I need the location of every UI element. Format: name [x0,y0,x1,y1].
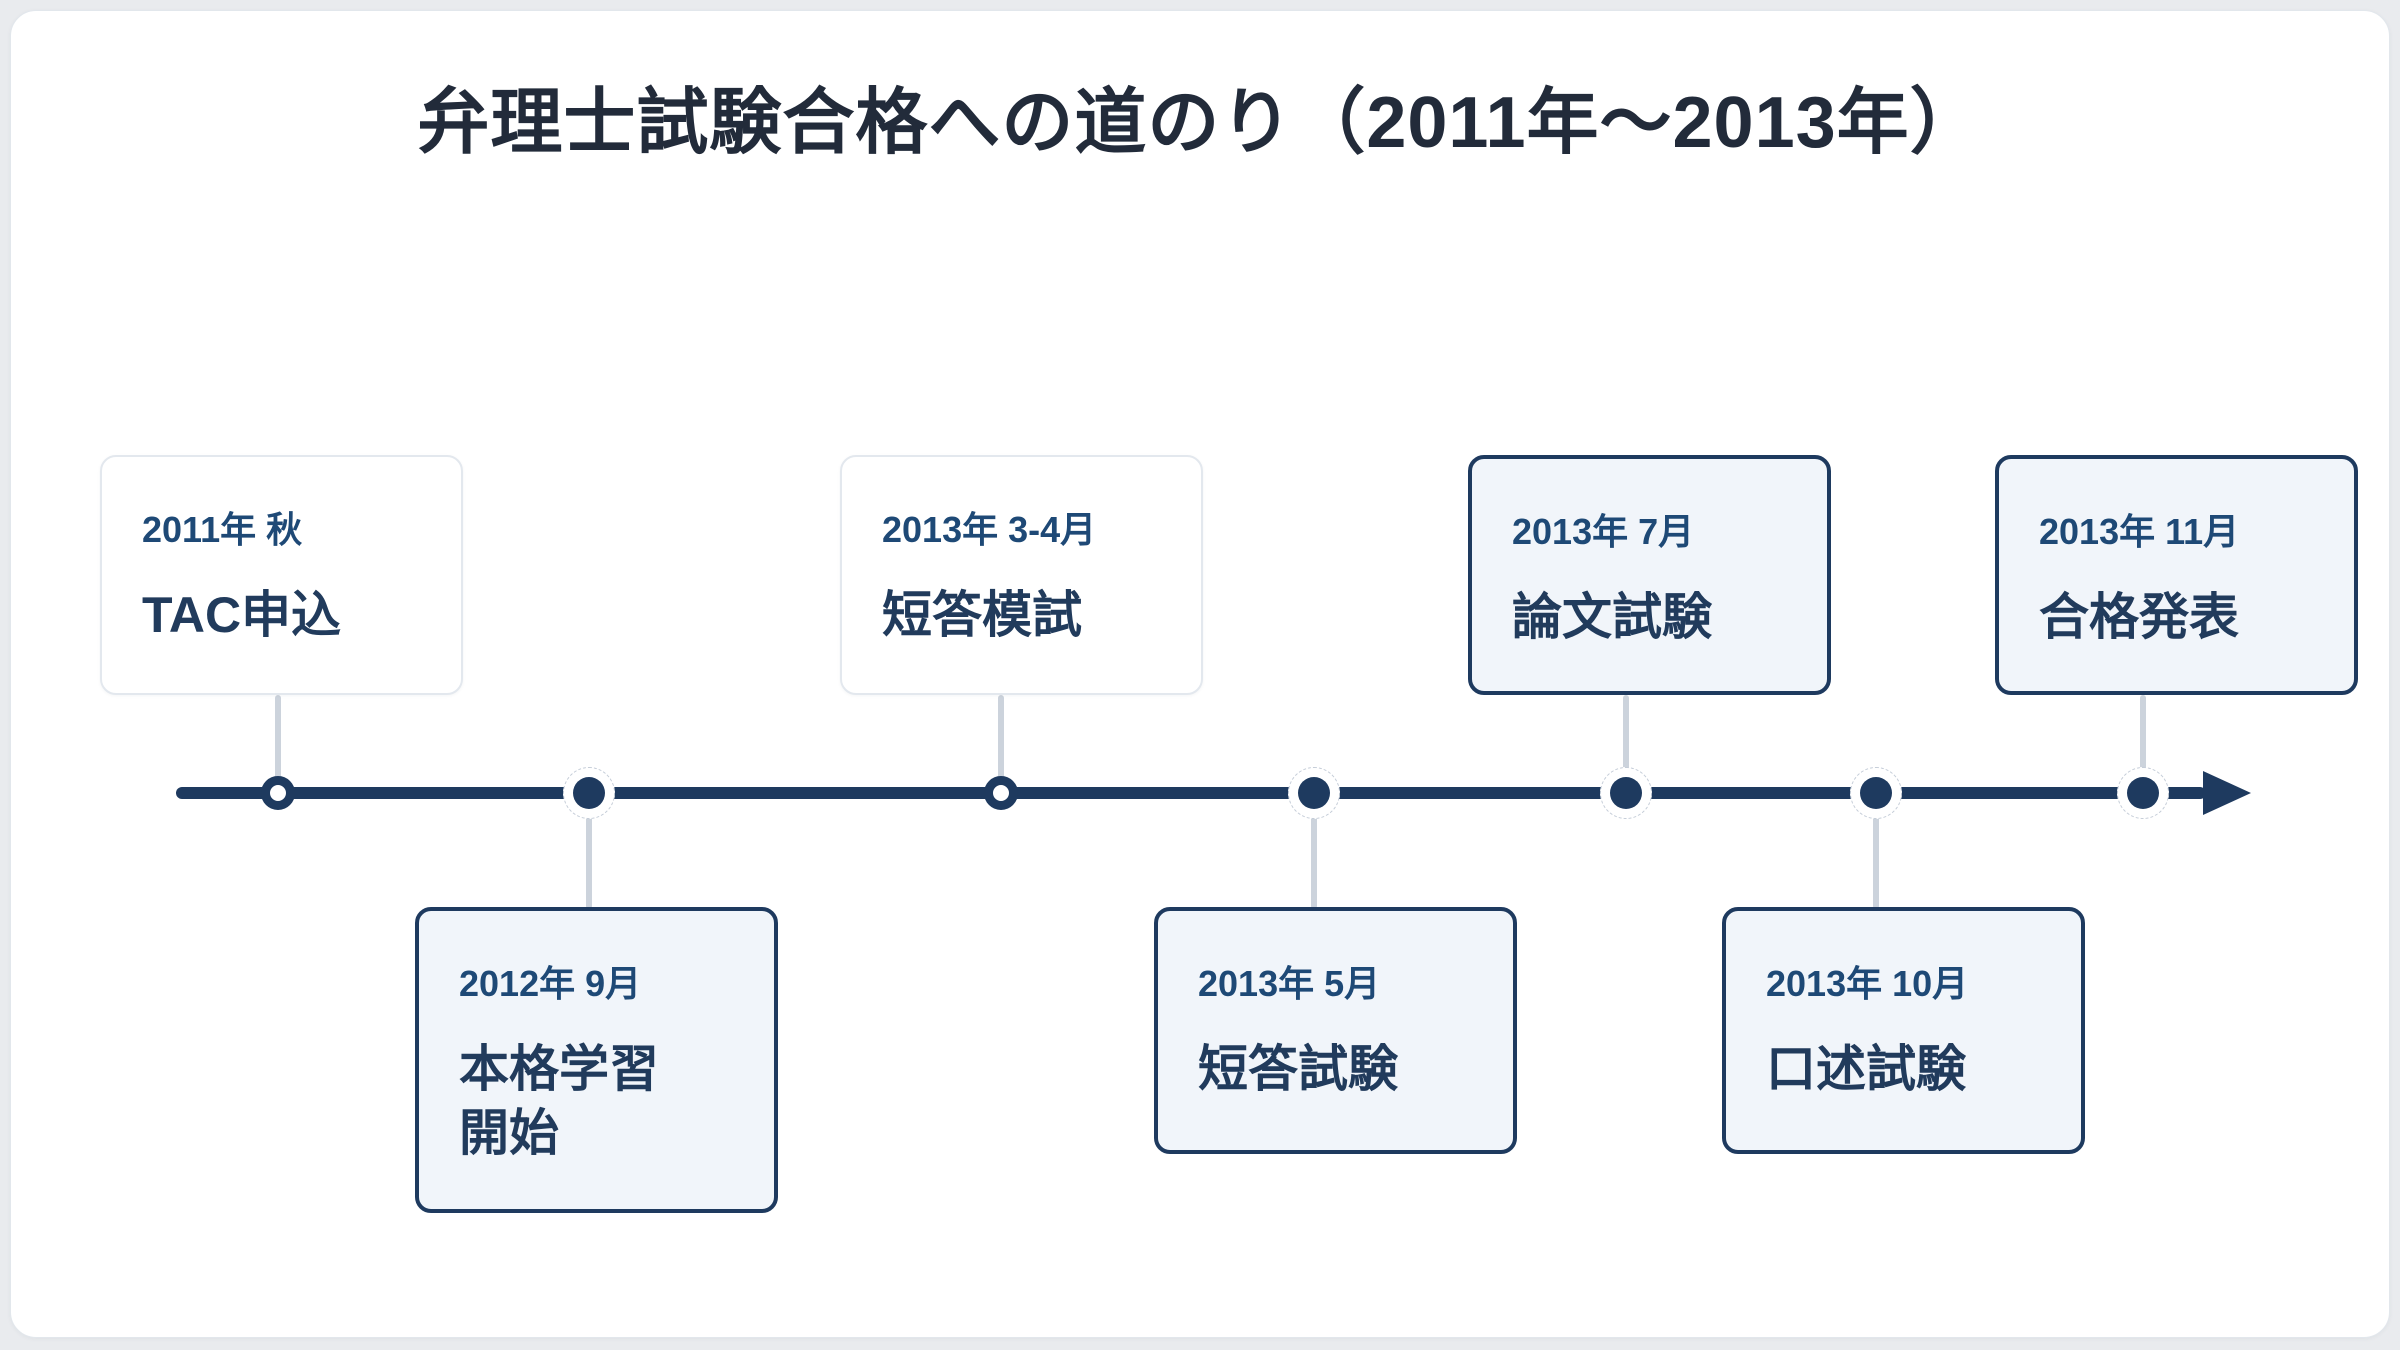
connector-line [2140,695,2146,795]
event-date: 2013年 11月 [2039,511,2240,552]
connector-line [998,695,1004,795]
timeline-panel: 弁理士試験合格への道のり（2011年～2013年） 2011年 秋 TAC申込 … [10,10,2390,1338]
event-label: 短答試験 [1198,1041,1398,1097]
timeline-arrow-icon [2203,771,2251,815]
event-label: 口述試験 [1766,1041,1966,1097]
event-label: 短答模試 [882,587,1082,643]
connector-line [1873,795,1879,909]
event-date: 2013年 10月 [1766,963,1969,1004]
event-label: 論文試験 [1512,589,1712,645]
node-dot [2127,777,2159,809]
connector-line [586,795,592,909]
node-dot [573,777,605,809]
node-dot [1610,777,1642,809]
connector-line [275,695,281,795]
page-title: 弁理士試験合格への道のり（2011年～2013年） [417,83,1983,163]
timeline-node-filled [1850,767,1902,819]
node-dot [1298,777,1330,809]
timeline-card-tanto-moshi: 2013年 3-4月 短答模試 [840,455,1203,695]
event-label: 合格発表 [2039,589,2239,645]
event-date: 2011年 秋 [142,509,303,550]
node-dot [1860,777,1892,809]
connector-line [1311,795,1317,909]
timeline-node-open [984,776,1018,810]
event-label: TAC申込 [142,587,342,643]
timeline-card-tac-moushikomi: 2011年 秋 TAC申込 [100,455,463,695]
timeline-node-filled [1600,767,1652,819]
timeline-axis [176,787,2206,799]
timeline-node-filled [2117,767,2169,819]
timeline-node-filled [1288,767,1340,819]
timeline-card-kojutsu-shiken: 2013年 10月 口述試験 [1722,907,2085,1154]
timeline-node-open [261,776,295,810]
event-date: 2012年 9月 [459,963,642,1004]
event-label: 本格学習 開始 [459,1041,659,1161]
event-date: 2013年 3-4月 [882,509,1097,550]
event-date: 2013年 5月 [1198,963,1381,1004]
timeline-card-honkaku-gakushu: 2012年 9月 本格学習 開始 [415,907,778,1213]
connector-line [1623,695,1629,795]
timeline-card-tanto-shiken: 2013年 5月 短答試験 [1154,907,1517,1154]
timeline-card-ronbun-shiken: 2013年 7月 論文試験 [1468,455,1831,695]
timeline-node-filled [563,767,615,819]
timeline-card-gokaku-happyo: 2013年 11月 合格発表 [1995,455,2358,695]
event-date: 2013年 7月 [1512,511,1695,552]
